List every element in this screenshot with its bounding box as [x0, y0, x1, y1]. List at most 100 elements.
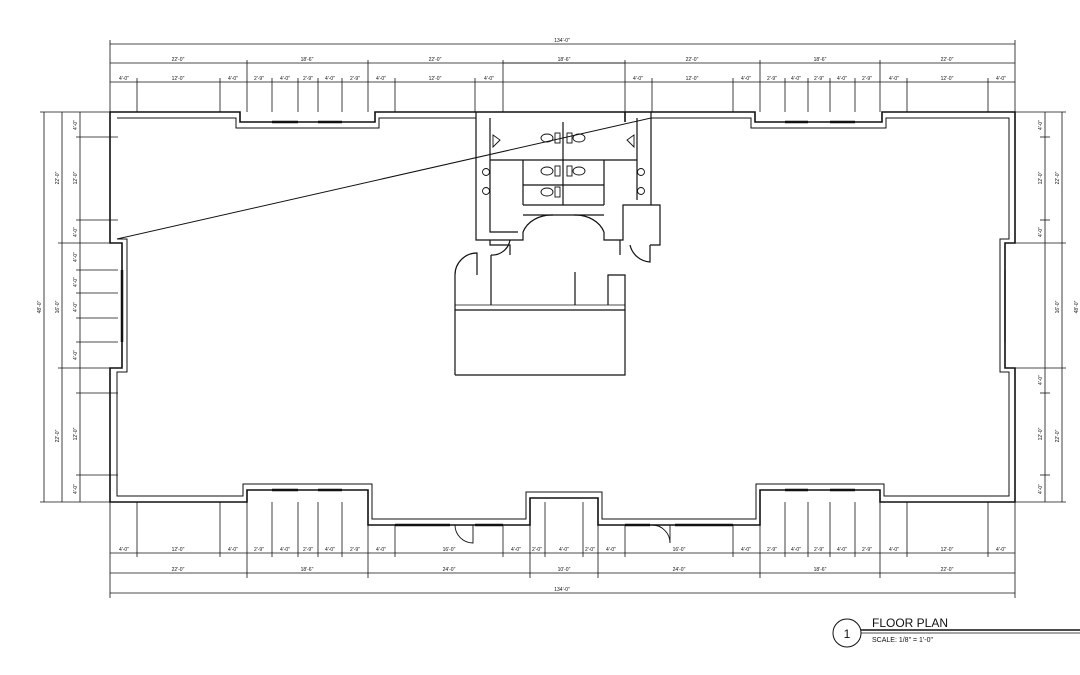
bottom-detail-label: 2'-9": [862, 547, 872, 553]
top-segment-label: 18'-6": [558, 57, 571, 63]
bottom-detail-label: 2'-9": [254, 547, 264, 553]
drawing-scale: SCALE: 1/8" = 1'-0": [872, 637, 933, 644]
toilet-tank-icon: [566, 165, 573, 177]
left-segment-label: 16'-0": [55, 300, 61, 313]
toilet-tank-icon: [566, 132, 573, 144]
right-detail-label: 4'-0": [1038, 120, 1044, 130]
left-detail-label: 4'-0": [73, 252, 79, 262]
right-segment-label: 22'-0": [1055, 171, 1061, 184]
top-detail-label: 2'-9": [767, 76, 777, 82]
left-segment-label: 22'-0": [55, 171, 61, 184]
sink-icon: [637, 187, 645, 195]
top-detail-label: 4'-0": [996, 76, 1006, 82]
top-detail-label: 4'-0": [837, 76, 847, 82]
drawing-number: 1: [844, 627, 851, 641]
bottom-segment-label: 22'-0": [941, 567, 954, 573]
exterior-doors: [454, 524, 671, 544]
right-detail-label: 4'-0": [1038, 227, 1044, 237]
exterior-wall: [109, 111, 1016, 527]
top-detail-label: 4'-0": [228, 76, 238, 82]
left-dimension-strings: [40, 111, 118, 503]
plumbing-fixtures: [482, 132, 645, 198]
bottom-detail-label: 4'-0": [280, 547, 290, 553]
bottom-detail-label: 4'-0": [606, 547, 616, 553]
top-detail-label: 4'-0": [741, 76, 751, 82]
overall-width-label: 134'-0": [554, 587, 570, 593]
right-segment-label: 16'-0": [1055, 300, 1061, 313]
left-detail-label: 4'-0": [73, 120, 79, 130]
right-detail-label: 4'-0": [1038, 484, 1044, 494]
bottom-detail-label: 4'-0": [376, 547, 386, 553]
top-detail-label: 2'-9": [254, 76, 264, 82]
toilet-tank-icon: [554, 186, 561, 198]
toilet-tank-icon: [554, 132, 561, 144]
top-detail-label: 2'-9": [862, 76, 872, 82]
bottom-detail-label: 16'-0": [443, 547, 456, 553]
bottom-detail-label: 4'-0": [996, 547, 1006, 553]
toilet-icon: [572, 133, 586, 143]
bottom-detail-label: 4'-0": [741, 547, 751, 553]
office-core: [454, 239, 626, 376]
toilet-tank-icon: [554, 165, 561, 177]
top-detail-label: 4'-0": [633, 76, 643, 82]
top-segment-label: 22'-0": [686, 57, 699, 63]
top-dimension-strings: [109, 40, 1016, 112]
sink-icon: [637, 168, 645, 176]
top-segment-label: 18'-6": [814, 57, 827, 63]
top-detail-label: 4'-0": [791, 76, 801, 82]
left-detail-label: 12'-0": [73, 427, 79, 440]
urinal-icon: [626, 134, 635, 149]
top-detail-label: 12'-0": [686, 76, 699, 82]
left-segment-label: 22'-0": [55, 429, 61, 442]
bottom-dimension-labels: 134'-0" 22'-0" 18'-6" 24'-0" 10'-0" 24'-…: [119, 547, 1006, 593]
bottom-detail-label: 2'-9": [767, 547, 777, 553]
bottom-segment-label: 10'-0": [558, 567, 571, 573]
top-dimension-labels: 134'-0" 22'-0" 18'-6" 22'-0" 18'-6" 22'-…: [119, 38, 1006, 82]
left-detail-label: 4'-0": [73, 302, 79, 312]
top-detail-label: 12'-0": [941, 76, 954, 82]
top-segment-label: 22'-0": [172, 57, 185, 63]
right-detail-label: 12'-0": [1038, 427, 1044, 440]
left-detail-label: 12'-0": [73, 171, 79, 184]
bottom-detail-label: 4'-0": [889, 547, 899, 553]
right-dimension-labels: 22'-0" 16'-0" 22'-0" 4'-0" 12'-0" 4'-0" …: [1038, 120, 1080, 494]
bottom-detail-label: 4'-0": [837, 547, 847, 553]
left-detail-label: 4'-0": [73, 227, 79, 237]
bottom-dimension-strings: [109, 498, 1016, 598]
bottom-segment-label: 18'-6": [301, 567, 314, 573]
top-detail-label: 4'-0": [484, 76, 494, 82]
bottom-detail-label: 4'-0": [791, 547, 801, 553]
top-detail-label: 4'-0": [119, 76, 129, 82]
right-detail-label: 12'-0": [1038, 171, 1044, 184]
urinal-icon: [492, 134, 501, 149]
overall-depth-label: 48'-0": [37, 300, 43, 313]
bottom-detail-label: 2'-9": [350, 547, 360, 553]
top-detail-label: 4'-0": [325, 76, 335, 82]
restroom-core: [475, 112, 661, 263]
top-detail-label: 12'-0": [172, 76, 185, 82]
left-detail-label: 4'-0": [73, 277, 79, 287]
bottom-segment-label: 24'-0": [443, 567, 456, 573]
left-dimension-labels: 48'-0" 22'-0" 16'-0" 22'-0" 4'-0" 12'-0"…: [37, 120, 79, 494]
left-detail-label: 4'-0": [73, 484, 79, 494]
bottom-segment-label: 24'-0": [673, 567, 686, 573]
toilet-icon: [540, 166, 554, 176]
bottom-segment-label: 18'-6": [814, 567, 827, 573]
left-detail-label: 4'-0": [73, 350, 79, 360]
toilet-icon: [540, 133, 554, 143]
top-segment-label: 18'-6": [301, 57, 314, 63]
top-detail-label: 12'-0": [429, 76, 442, 82]
top-detail-label: 2'-9": [350, 76, 360, 82]
bottom-detail-label: 4'-0": [325, 547, 335, 553]
top-detail-label: 4'-0": [280, 76, 290, 82]
bottom-detail-label: 2'-9": [303, 547, 313, 553]
right-detail-label: 4'-0": [1038, 375, 1044, 385]
overall-width-label: 134'-0": [554, 38, 570, 44]
top-detail-label: 4'-0": [889, 76, 899, 82]
title-block: 1 FLOOR PLAN SCALE: 1/8" = 1'-0": [832, 616, 1080, 648]
sink-icon: [482, 168, 490, 176]
toilet-icon: [540, 187, 554, 197]
drawing-title: FLOOR PLAN: [872, 616, 948, 630]
bottom-detail-label: 2'-0": [585, 547, 595, 553]
